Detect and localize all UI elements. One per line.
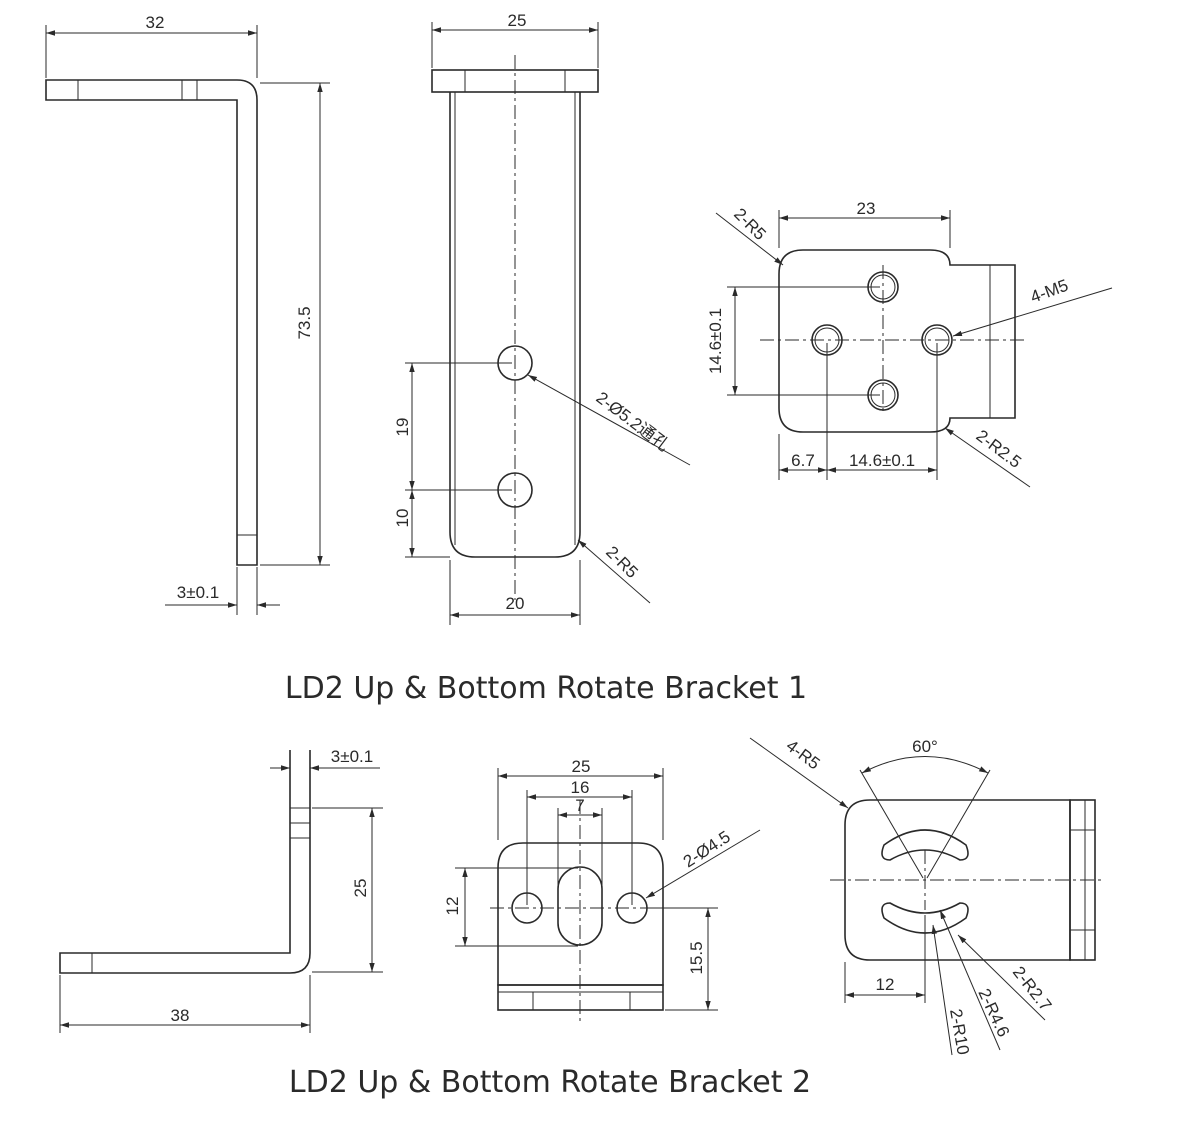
- label-radius-top: 2-R5: [730, 204, 769, 243]
- dim-width: 32: [146, 13, 165, 32]
- label-holes: 2-Ø4.5: [680, 827, 734, 871]
- bracket2-front-view: 25 16 7 12 15.5 2-Ø4.5: [443, 757, 761, 1025]
- bracket1-side-view: 32 73.5 3±0.1: [45, 13, 330, 615]
- dim-edge-offset: 6.7: [791, 451, 815, 470]
- dim-offset: 12: [876, 975, 895, 994]
- dim-slot-height: 12: [443, 897, 462, 916]
- bracket1-front-view: 25 19 10 20 2-Ø5.2通孔 2-R5: [393, 11, 691, 625]
- bracket1-top-view: 23 14.6±0.1 6.7 14.6±0.1 2-R5 4-M5 2-R2.…: [706, 199, 1113, 488]
- dim-bottom-width: 20: [506, 594, 525, 613]
- label-holes: 2-Ø5.2通孔: [593, 388, 673, 455]
- label-r10: 2-R10: [946, 1007, 973, 1056]
- dim-slot-width: 7: [575, 796, 584, 815]
- dim-hole-spacing: 19: [393, 418, 412, 437]
- dim-height: 73.5: [295, 306, 314, 339]
- dim-horizontal-spacing: 14.6±0.1: [849, 451, 915, 470]
- bracket2-top-view: 60° 4-R5 12 2-R10 2-R4.6 2-R2.7: [749, 736, 1105, 1056]
- bracket2-side-view: 3±0.1 25 38: [59, 747, 383, 1033]
- dim-vertical-spacing: 14.6±0.1: [706, 308, 725, 374]
- dim-height: 25: [351, 879, 370, 898]
- label-radius: 4-R5: [783, 736, 824, 773]
- title-bracket-1: LD2 Up & Bottom Rotate Bracket 1: [285, 671, 807, 706]
- title-bracket-2: LD2 Up & Bottom Rotate Bracket 2: [289, 1065, 811, 1100]
- dim-width: 25: [572, 757, 591, 776]
- dim-hole-spacing: 16: [571, 778, 590, 797]
- dim-hole-height: 15.5: [687, 941, 706, 974]
- dim-angle: 60°: [912, 737, 938, 756]
- dim-thickness: 3±0.1: [177, 583, 219, 602]
- dim-width: 23: [857, 199, 876, 218]
- dim-hole-edge: 10: [393, 509, 412, 528]
- label-r46: 2-R4.6: [974, 986, 1013, 1040]
- dim-top-width: 25: [508, 11, 527, 30]
- label-radius: 2-R5: [602, 542, 641, 581]
- dim-thickness: 3±0.1: [331, 747, 373, 766]
- dim-length: 38: [171, 1006, 190, 1025]
